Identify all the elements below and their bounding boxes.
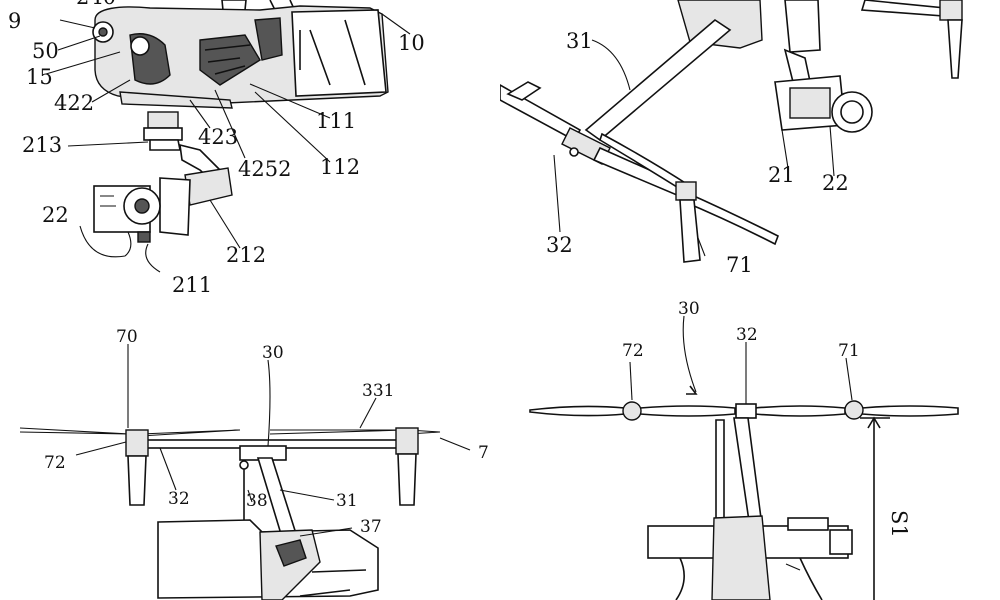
figure-bottom-right: 30 72 32 71 S1 bbox=[500, 300, 1000, 600]
figure-top-right-drawing: 31 21 22 32 71 bbox=[500, 0, 963, 277]
label-30: 30 bbox=[678, 300, 700, 319]
label-32: 32 bbox=[168, 489, 190, 509]
label-30: 30 bbox=[262, 343, 284, 363]
label-211: 211 bbox=[172, 273, 212, 297]
propeller-blade bbox=[678, 190, 780, 246]
label-70: 70 bbox=[116, 327, 138, 347]
right-landing-leg bbox=[397, 453, 417, 506]
left-outer-blade bbox=[529, 405, 626, 417]
label-10: 10 bbox=[398, 31, 425, 55]
motor-71 bbox=[675, 181, 697, 201]
body-mechanism bbox=[711, 515, 771, 600]
label-423: 423 bbox=[198, 125, 238, 149]
label-22: 22 bbox=[42, 203, 69, 227]
label-9: 9 bbox=[8, 9, 21, 33]
right-inner-blade bbox=[754, 405, 846, 417]
label-213: 213 bbox=[22, 133, 62, 157]
label-240: 240 bbox=[76, 0, 116, 9]
center-hub bbox=[735, 403, 757, 419]
label-71: 71 bbox=[838, 341, 860, 361]
label-s1: S1 bbox=[887, 510, 911, 538]
label-15: 15 bbox=[26, 65, 53, 89]
label-31: 31 bbox=[566, 29, 593, 53]
label-37: 37 bbox=[360, 517, 382, 537]
gimbal-motor bbox=[184, 167, 233, 206]
right-outer-blade bbox=[861, 405, 959, 417]
strut-31 bbox=[584, 18, 732, 142]
figure-top-left: 9 240 50 15 422 423 4252 111 112 10 213 … bbox=[0, 0, 500, 300]
label-72: 72 bbox=[44, 453, 66, 473]
label-72: 72 bbox=[622, 341, 644, 361]
label-22: 22 bbox=[822, 171, 849, 195]
label-112: 112 bbox=[320, 155, 360, 179]
label-21: 21 bbox=[768, 163, 795, 187]
label-7: 7 bbox=[478, 443, 489, 463]
label-38: 38 bbox=[246, 491, 268, 511]
strut-right bbox=[733, 417, 763, 529]
body-mechanism bbox=[259, 529, 321, 600]
figure-bottom-left-drawing: 70 30 331 72 32 7 38 31 37 bbox=[19, 327, 489, 600]
figure-bottom-right-drawing: 30 72 32 71 S1 bbox=[529, 300, 959, 600]
motor-71 bbox=[844, 400, 864, 420]
label-31: 31 bbox=[336, 491, 358, 511]
label-111: 111 bbox=[316, 109, 356, 133]
left-propeller bbox=[19, 427, 131, 435]
motor-72 bbox=[622, 401, 642, 421]
label-331: 331 bbox=[362, 381, 394, 401]
right-motor-leg bbox=[947, 19, 963, 79]
left-motor bbox=[125, 429, 149, 457]
label-422: 422 bbox=[54, 91, 94, 115]
figure-top-left-drawing: 9 240 50 15 422 423 4252 111 112 10 213 … bbox=[8, 0, 425, 297]
figure-bottom-left: 70 30 331 72 32 7 38 31 37 bbox=[0, 300, 500, 600]
rear-box bbox=[291, 9, 387, 97]
left-inner-blade bbox=[639, 405, 736, 417]
strut-left bbox=[715, 419, 725, 529]
label-50: 50 bbox=[32, 39, 59, 63]
label-212: 212 bbox=[226, 243, 266, 267]
label-71: 71 bbox=[726, 253, 753, 277]
label-32: 32 bbox=[736, 325, 758, 345]
left-landing-leg bbox=[127, 455, 147, 506]
label-4252: 4252 bbox=[238, 157, 291, 181]
figure-top-right: 31 21 22 32 71 bbox=[500, 0, 1000, 300]
lens-ring bbox=[130, 36, 150, 56]
label-32: 32 bbox=[546, 233, 573, 257]
motor-leg bbox=[679, 199, 701, 263]
right-motor bbox=[395, 427, 419, 455]
gimbal-base bbox=[147, 111, 179, 129]
